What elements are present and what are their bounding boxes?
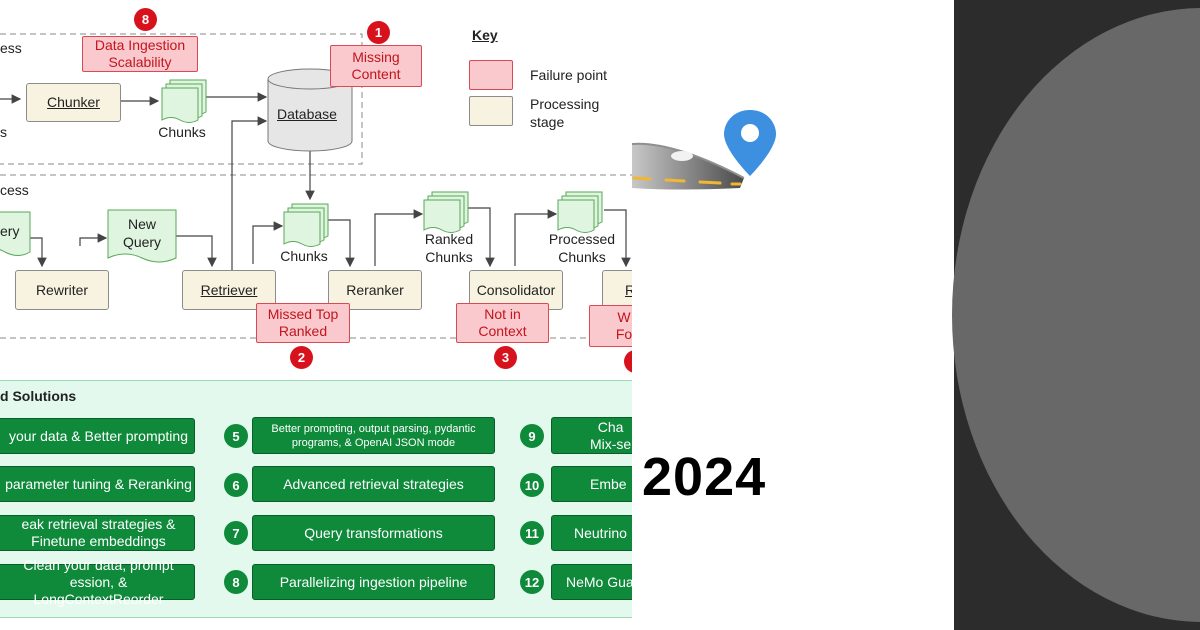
solution-7-number: 7	[224, 521, 248, 545]
failure-badge-3: 3	[494, 346, 517, 369]
solution-6-number: 6	[224, 473, 248, 497]
diagram-connectors	[0, 33, 632, 339]
solution-1: your data & Better prompting	[0, 418, 195, 454]
failure-wrong-format: W Fo	[589, 305, 632, 347]
solution-11-number: 11	[520, 521, 544, 545]
query-doc	[0, 211, 31, 256]
key-title: Key	[472, 27, 498, 43]
failure-badge-2: 2	[290, 346, 313, 369]
solutions-title: d Solutions	[0, 388, 77, 404]
solution-5: Better prompting, output parsing, pydant…	[252, 417, 495, 454]
solution-9: Cha Mix-se	[551, 417, 632, 454]
solution-10: Embe	[551, 466, 632, 502]
chunks-stack-mid	[283, 203, 329, 247]
solution-2: parameter tuning & Reranking	[0, 466, 195, 502]
query-doc-label: ery	[0, 223, 20, 239]
key-failure-swatch	[469, 60, 513, 90]
solution-12: NeMo Gua	[551, 564, 632, 600]
new-query-doc	[107, 209, 177, 263]
solution-10-number: 10	[520, 473, 544, 497]
solution-12-number: 12	[520, 570, 544, 594]
location-pin	[724, 110, 776, 176]
query-region-label: cess	[0, 182, 29, 198]
solution-6: Advanced retrieval strategies	[252, 466, 495, 502]
solution-7: Query transformations	[252, 515, 495, 551]
road-pin-icon	[632, 110, 776, 190]
ranked-chunks-stack	[423, 191, 469, 233]
failure-not-in-context: Not in Context	[456, 303, 549, 343]
year-heading: 2024	[642, 447, 767, 507]
key-processing-swatch	[469, 96, 513, 126]
documents-partial-label: s	[0, 124, 7, 140]
failure-badge-partial	[624, 350, 632, 373]
banner-panel: 2024	[632, 0, 1200, 630]
failure-data-ingestion-scalability: Data Ingestion Scalability	[82, 36, 198, 72]
key-failure-label: Failure point	[530, 67, 608, 83]
chunks-top-label: Chunks	[158, 124, 206, 140]
failure-missing-content: Missing Content	[330, 45, 422, 87]
solution-4: Clean your data, prompt ession, & LongCo…	[0, 557, 195, 607]
failure-badge-1: 1	[367, 21, 390, 44]
solution-8-number: 8	[224, 570, 248, 594]
failure-badge-8: 8	[134, 8, 157, 31]
indexing-region-label: ess	[0, 40, 22, 56]
rewriter-stage: Rewriter	[15, 270, 109, 310]
reader-stage: R	[602, 270, 632, 310]
solution-8: Parallelizing ingestion pipeline	[252, 564, 495, 600]
solution-9-number: 9	[520, 424, 544, 448]
new-query-label: New Query	[122, 216, 162, 250]
chunker-stage: Chunker	[26, 83, 121, 122]
solution-5-number: 5	[224, 424, 248, 448]
ranked-chunks-label: Ranked Chunks	[424, 231, 474, 265]
database-label: Database	[277, 106, 337, 122]
failure-missed-top-ranked: Missed Top Ranked	[256, 303, 350, 343]
key-processing-label: Processing stage	[530, 96, 600, 130]
processed-chunks-stack	[557, 191, 603, 233]
retriever-stage: Retriever	[182, 270, 276, 310]
rag-diagram-panel: ess cess s ery Key Failure point Process…	[0, 8, 632, 618]
processed-chunks-label: Processed Chunks	[548, 231, 616, 265]
solution-3: eak retrieval strategies & Finetune embe…	[0, 515, 195, 551]
chunks-mid-label: Chunks	[280, 248, 328, 264]
chunks-stack-top	[161, 79, 207, 123]
solution-11: Neutrino	[551, 515, 632, 551]
